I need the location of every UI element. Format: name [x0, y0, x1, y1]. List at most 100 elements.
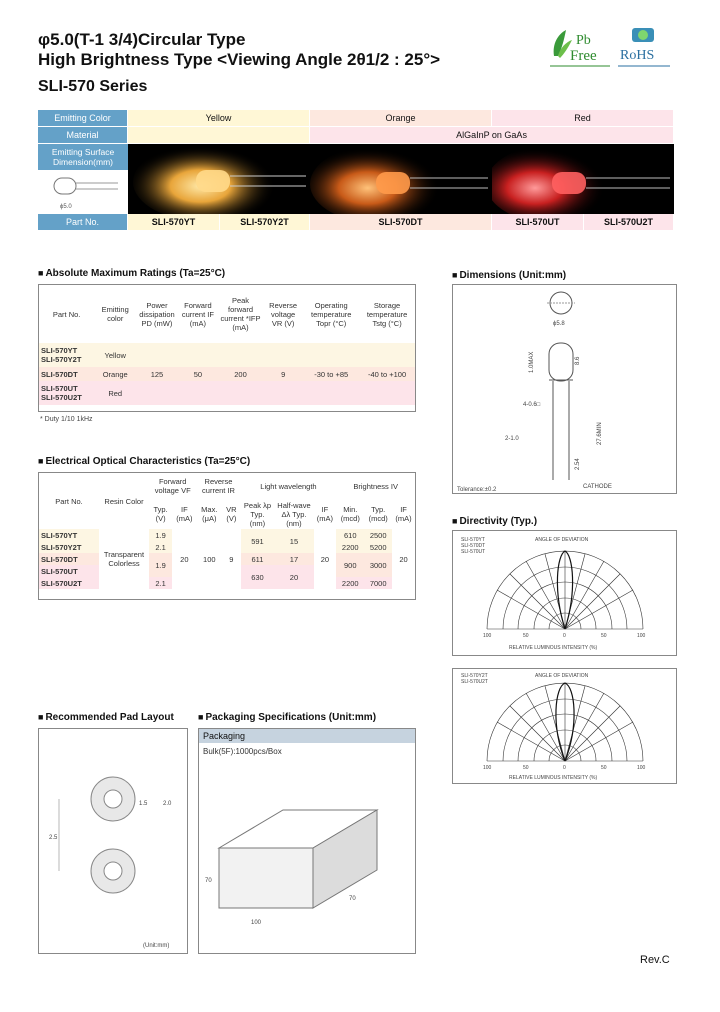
- polar-grid-1: [486, 550, 644, 630]
- yellow-led-photo: [128, 142, 310, 222]
- eo-sub-vf-typ: Typ. (V): [153, 505, 168, 523]
- pack-dim-depth: 70: [349, 896, 356, 902]
- color-orange: Orange: [310, 110, 492, 126]
- abs-if-value: 50: [193, 369, 203, 379]
- eo-row-lp: 611: [251, 554, 264, 564]
- pad-dim-20: 2.0: [163, 801, 172, 807]
- title-line2: High Brightness Type <Viewing Angle 2θ1/…: [38, 50, 441, 69]
- rohs-logo: RoHS: [614, 26, 674, 70]
- orange-led-photo: [310, 144, 492, 224]
- eo-hdr-lw: Light wavelength: [260, 481, 317, 491]
- svg-text:50: 50: [523, 633, 529, 639]
- eo-row-min: 610: [344, 530, 357, 540]
- series-name: SLI-570 Series: [38, 78, 148, 95]
- eo-row-typ: 3000: [369, 560, 387, 570]
- eo-row-typ: 7000: [369, 578, 387, 588]
- dim-276: 27.6MIN: [597, 422, 603, 445]
- eo-table: Part No. Resin Color Forward voltage VF …: [38, 472, 416, 600]
- dim-2-10: 2-1.0: [505, 436, 519, 442]
- abs-max-table: Part No. Emitting color Power dissipatio…: [38, 284, 416, 412]
- eo-sub-typ: Typ. (mcd): [368, 505, 388, 523]
- angle-label-1: ANGLE OF DEVIATION: [535, 537, 589, 543]
- eo-hdr-resin: Resin Color: [104, 496, 144, 506]
- material-value: AlGaInP on GaAs: [310, 127, 674, 143]
- eo-resin-2: Colorless: [108, 559, 140, 568]
- surface-label-1: Emitting Surface: [51, 147, 115, 157]
- svg-text:50: 50: [601, 765, 607, 771]
- legend-1c: SLI-570UT: [461, 549, 485, 555]
- hdr-storage-temp: Storage temperature Tstg (°C): [366, 300, 408, 328]
- directivity-heading: Directivity (Typ.): [452, 516, 537, 527]
- abs-row-orange-color: Orange: [102, 369, 128, 379]
- eo-row-lp: 630: [251, 572, 264, 582]
- hdr-emitting-color: Emitting color: [101, 305, 129, 323]
- eo-sub-ir-max: Max. (μA): [201, 505, 218, 523]
- dimensions-drawing: ϕ5.8 8.6 1.0MAX 4-0.6□ 27.6MIN 2-1.0 2.5…: [452, 284, 677, 494]
- eo-row-vf: 2.1: [155, 578, 166, 588]
- pb-text: Pb: [576, 33, 591, 48]
- eo-ir-max: 100: [196, 529, 223, 589]
- dim-86: 8.6: [575, 356, 581, 365]
- eo-hdr-ir: Reverse current IR: [202, 477, 235, 495]
- pad-dim-15: 1.5: [139, 801, 148, 807]
- axis-label-2: RELATIVE LUMINOUS INTENSITY (%): [509, 775, 597, 781]
- eo-br-if: 20: [392, 529, 415, 589]
- part-570yt: SLI-570YT: [128, 214, 220, 230]
- packaging-title: Packaging: [199, 729, 415, 743]
- svg-text:100: 100: [483, 765, 492, 771]
- svg-text:100: 100: [637, 765, 646, 771]
- polar-grid-2: [486, 682, 644, 762]
- pad-dim-25: 2.5: [49, 835, 58, 841]
- emitting-color-label: Emitting Color: [38, 110, 128, 126]
- rohs-text: RoHS: [620, 48, 654, 63]
- eo-row-min: 2200: [341, 578, 359, 588]
- legend-2a: SLI-570Y2T: [461, 673, 488, 679]
- eo-row-vf: 1.9: [155, 530, 166, 540]
- pad-layout-drawing: 2.5 1.5 2.0 (Unit:mm): [38, 728, 188, 954]
- svg-text:50: 50: [523, 765, 529, 771]
- eo-hdr-vf: Forward voltage VF: [154, 477, 191, 495]
- eo-sub-min: Min. (mcd): [340, 505, 360, 523]
- part-570y2t: SLI-570Y2T: [220, 214, 310, 230]
- revision-label: Rev.C: [640, 954, 670, 966]
- packaging-box: Packaging Bulk(5F):1000pcs/Box 70 100 70: [198, 728, 416, 954]
- hdr-forward-current: Forward current IF (mA): [181, 300, 214, 328]
- hdr-operating-temp: Operating temperature Topr (°C): [311, 300, 352, 328]
- eo-hdr-part: Part No.: [55, 496, 83, 506]
- pack-dim-length: 100: [251, 920, 262, 926]
- eo-sub-vf-if: IF (mA): [176, 505, 193, 523]
- eo-row-lp: 591: [251, 536, 264, 546]
- abs-vr-value: 9: [281, 369, 286, 379]
- part-570dt: SLI-570DT: [310, 214, 492, 230]
- dim-tolerance: Tolerance:±0.2: [457, 487, 497, 493]
- dimensions-heading: Dimensions (Unit:mm): [452, 270, 566, 281]
- lobe-1: [556, 550, 574, 630]
- hdr-part-no: Part No.: [52, 309, 81, 319]
- color-yellow: Yellow: [128, 110, 310, 126]
- color-red: Red: [492, 110, 674, 126]
- abs-max-heading: Absolute Maximum Ratings (Ta=25°C): [38, 268, 225, 279]
- eo-sub-lw-if: IF (mA): [316, 505, 334, 523]
- lobe-2: [555, 682, 575, 762]
- surface-dim-cell: Emitting Surface Dimension(mm) ϕ5.0: [38, 144, 128, 214]
- eo-ir-vr: 9: [222, 529, 241, 589]
- pack-dim-height: 70: [205, 878, 212, 884]
- led-outline-drawing: ϕ5.0: [53, 177, 118, 210]
- eo-row-min: 2200: [341, 542, 359, 552]
- free-text: Free: [570, 48, 597, 64]
- abs-power-value: 125: [150, 369, 164, 379]
- part-570u2t: SLI-570U2T: [584, 214, 674, 230]
- dim-10max: 1.0MAX: [529, 352, 535, 373]
- svg-text:100: 100: [637, 633, 646, 639]
- eo-heading: Electrical Optical Characteristics (Ta=2…: [38, 456, 250, 467]
- eo-sub-ir-vr: VR (V): [226, 505, 237, 523]
- eo-lw-if: 20: [313, 529, 337, 589]
- eo-row-part: SLI-570YT: [41, 530, 78, 540]
- eo-hdr-brightness: Brightness IV: [353, 481, 398, 491]
- dim-4-06: 4-0.6□: [523, 402, 541, 408]
- dim-phi58: ϕ5.8: [553, 321, 565, 327]
- eo-row-part: SLI-570U2T: [41, 578, 82, 588]
- eo-if-vf: 20: [172, 529, 197, 589]
- eo-row-dl: 20: [289, 572, 299, 582]
